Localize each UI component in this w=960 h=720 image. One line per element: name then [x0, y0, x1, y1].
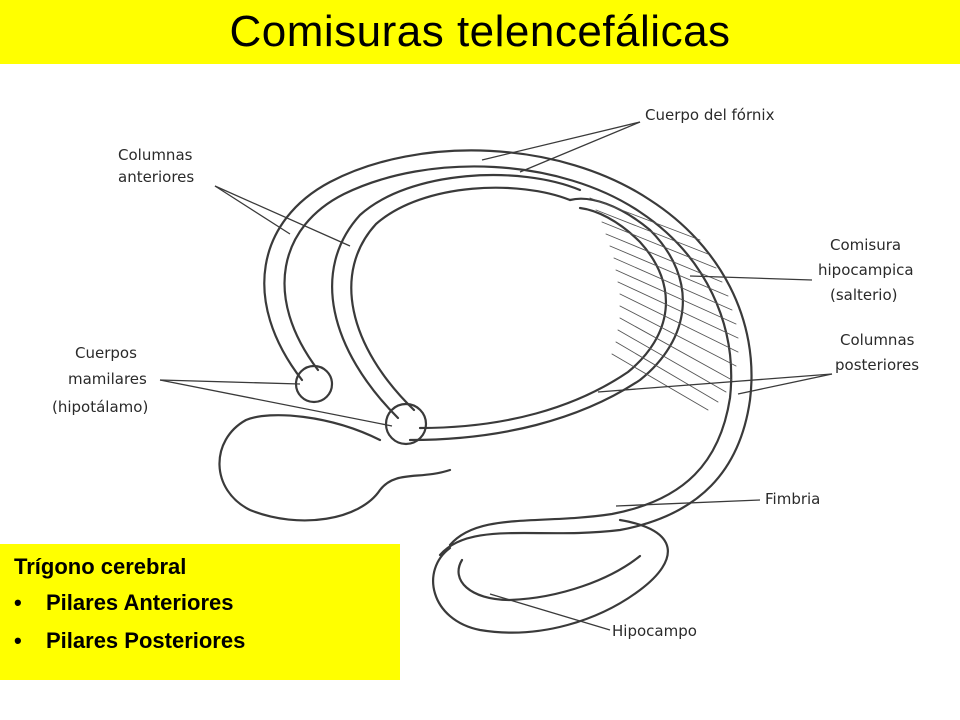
leader-comisura [689, 275, 813, 281]
label-cuerpo-fornix: Cuerpo del fórnix [645, 106, 775, 124]
summary-heading: Trígono cerebral [14, 554, 187, 579]
leader-columnas-post-2 [737, 373, 833, 395]
leader-fimbria [615, 499, 761, 507]
list-item-label: Pilares Anteriores [46, 590, 234, 615]
fornix-outer-inner-edge [283, 165, 733, 547]
label-cuerpos-mamilares-3: (hipotálamo) [52, 398, 148, 416]
leader-mamilares-1 [159, 379, 301, 385]
leader-columnas-post-1 [597, 373, 833, 393]
fornix-inner-loop-outer [418, 206, 667, 430]
summary-box: Trígono cerebral • Pilares Anteriores • … [0, 544, 400, 680]
label-cuerpos-mamilares-2: mamilares [68, 370, 147, 388]
label-fimbria: Fimbria [765, 490, 820, 508]
fornix-diagram: Cuerpo del fórnix Columnas anteriores Co… [52, 106, 919, 640]
summary-list: • Pilares Anteriores • Pilares Posterior… [14, 590, 386, 654]
mammillary-body-left [294, 364, 334, 404]
leader-mamilares-2 [159, 379, 393, 427]
fornix-inner-band-b [350, 186, 572, 412]
thalamus-outline [218, 414, 452, 522]
label-columnas-anteriores-2: anteriores [118, 168, 194, 186]
leader-columnas-ant-2 [214, 185, 351, 247]
label-hipocampo: Hipocampo [612, 622, 697, 640]
leader-cuerpo-fornix-1 [481, 121, 641, 161]
fornix-outer-edge [263, 149, 753, 557]
label-columnas-posteriores-1: Columnas [840, 331, 915, 349]
slide-title: Comisuras telencefálicas [229, 7, 731, 56]
fornix-inner-band-a [331, 173, 582, 420]
label-comisura-1: Comisura [830, 236, 901, 254]
fornix-inner-loop [408, 197, 684, 442]
title-bar: Comisuras telencefálicas [0, 0, 960, 64]
label-columnas-anteriores-1: Columnas [118, 146, 193, 164]
leader-hipocampo [489, 593, 611, 631]
hippocampal-commissure-hatching [589, 197, 739, 411]
hippocampus-inner [457, 554, 642, 602]
list-item: • Pilares Posteriores [14, 628, 386, 654]
bullet-glyph: • [14, 590, 22, 615]
label-columnas-posteriores-2: posteriores [835, 356, 919, 374]
leader-cuerpo-fornix-2 [519, 121, 641, 173]
list-item-label: Pilares Posteriores [46, 628, 246, 653]
mammillary-body-right [384, 402, 428, 446]
hippocampus-outline [432, 518, 669, 634]
bullet-glyph: • [14, 628, 22, 653]
leader-columnas-ant-1 [214, 185, 291, 235]
list-item: • Pilares Anteriores [14, 590, 386, 616]
label-cuerpos-mamilares-1: Cuerpos [75, 344, 137, 362]
label-comisura-2: hipocampica [818, 261, 914, 279]
label-comisura-3: (salterio) [830, 286, 898, 304]
